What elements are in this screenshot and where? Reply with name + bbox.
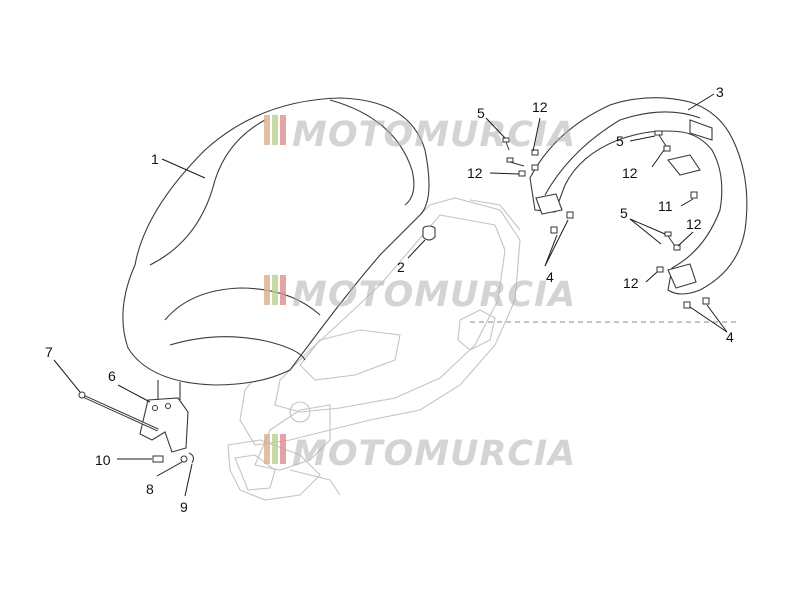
callout-hinge-bracket: 6 — [108, 368, 116, 384]
callout-screw-12-c: 12 — [622, 165, 638, 181]
callout-seat: 1 — [151, 151, 159, 167]
callout-labels: 1 2 3 4 4 5 5 5 6 7 8 9 10 11 12 12 12 1… — [45, 84, 734, 515]
rear-rack — [529, 97, 748, 295]
callout-rear-rack: 3 — [716, 84, 724, 100]
callout-screw-12-e: 12 — [623, 275, 639, 291]
callout-screw-4-top: 4 — [546, 269, 554, 285]
watermark-bottom: MOTOMURCIA — [264, 434, 576, 474]
callout-washer: 8 — [146, 481, 154, 497]
callout-screw-4-bottom: 4 — [726, 329, 734, 345]
callout-clip: 9 — [180, 499, 188, 515]
hinge-assembly — [78, 380, 189, 453]
rubber-buffer — [422, 225, 436, 241]
callout-screw-5-top-right: 5 — [616, 133, 624, 149]
callout-hinge-pin: 7 — [45, 344, 53, 360]
watermark-text: MOTOMURCIA — [292, 115, 576, 155]
callout-bolt: 10 — [95, 452, 111, 468]
leader-lines — [53, 93, 728, 497]
watermark-text: MOTOMURCIA — [292, 434, 576, 474]
watermark-text: MOTOMURCIA — [292, 275, 576, 315]
seat — [122, 97, 430, 386]
callout-nut: 11 — [658, 198, 673, 214]
callout-screw-12-d: 12 — [686, 216, 702, 232]
callout-screw-12-a: 12 — [532, 99, 548, 115]
watermark-middle: MOTOMURCIA — [264, 275, 576, 315]
watermark-top: MOTOMURCIA — [264, 115, 576, 155]
callout-screw-12-b: 12 — [467, 165, 483, 181]
callout-screw-5-mid-right: 5 — [620, 205, 628, 221]
callout-rubber-buffer: 2 — [397, 259, 405, 275]
callout-screw-5-top-left: 5 — [477, 105, 485, 121]
